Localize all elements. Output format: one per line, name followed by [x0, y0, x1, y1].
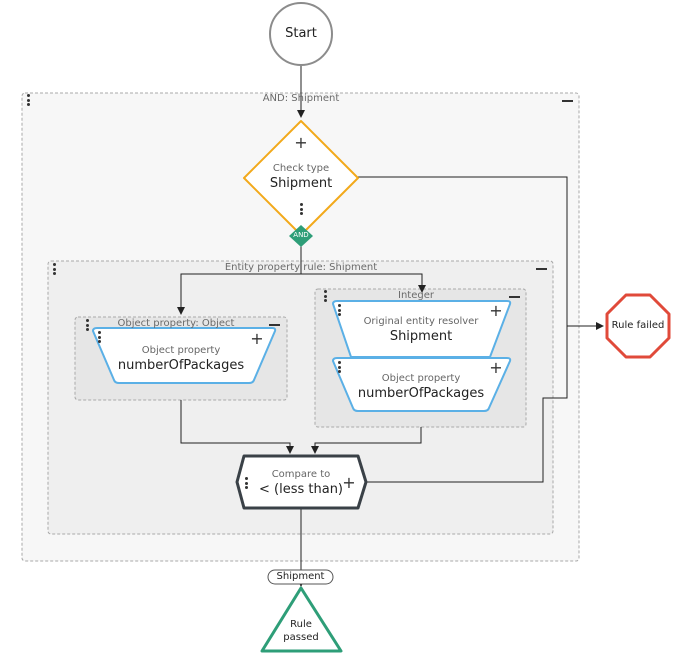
object-property-left-add-button[interactable]: +: [250, 329, 264, 348]
object-property-left-sub: Object property: [141, 345, 221, 356]
entity-resolver-sub: Original entity resolver: [363, 316, 479, 327]
object-property-right-main: numberOfPackages: [357, 386, 485, 401]
entity-resolver-node[interactable]: [331, 300, 512, 358]
compare-node[interactable]: [235, 454, 368, 510]
check-type-sub: Check type: [272, 163, 330, 174]
rule-passed-node[interactable]: [260, 586, 343, 653]
object-property-right-sub: Object property: [381, 373, 461, 384]
edge-and-split-left: [177, 244, 302, 315]
edge-check-to-failed: [358, 176, 604, 330]
group-entity-property-rule-title: Entity property rule: Shipment: [224, 262, 378, 273]
and-badge-label: AND: [293, 231, 309, 239]
compare-label: Compare to < (less than): [241, 468, 361, 498]
edge-right-to-compare: [311, 427, 422, 454]
rule-passed-line1: Rule: [290, 619, 312, 630]
rule-failed-label: Rule failed: [611, 320, 665, 331]
group-integer-drag-handle[interactable]: [324, 290, 327, 302]
check-type-main: Shipment: [269, 176, 333, 191]
rule-failed-node[interactable]: [605, 293, 671, 359]
shipment-tag[interactable]: [267, 569, 334, 585]
object-property-right-node[interactable]: [331, 357, 512, 412]
group-object-property-drag-handle[interactable]: [86, 319, 89, 331]
group-object-property-title: Object property: Object: [117, 318, 235, 329]
group-entity-property-rule-collapse-button[interactable]: [536, 268, 547, 270]
group-integer-collapse-button[interactable]: [509, 296, 520, 298]
group-integer-title: Integer: [398, 290, 434, 301]
check-type-add-button[interactable]: +: [294, 133, 308, 152]
shipment-tag-label: Shipment: [276, 571, 325, 582]
group-and-shipment-collapse-button[interactable]: [562, 100, 573, 102]
start-label: Start: [285, 26, 317, 41]
group-object-property-collapse-button[interactable]: [269, 324, 280, 326]
rule-passed-label: Rule passed: [271, 618, 331, 644]
compare-add-button[interactable]: +: [342, 473, 356, 492]
group-and-shipment-title: AND: Shipment: [262, 93, 340, 104]
group-and-shipment-drag-handle[interactable]: [27, 94, 30, 106]
compare-sub: Compare to: [271, 469, 331, 480]
object-property-right-add-button[interactable]: +: [489, 358, 503, 377]
object-property-left-main: numberOfPackages: [117, 358, 245, 373]
entity-resolver-drag-handle[interactable]: [338, 304, 341, 316]
object-property-left-drag-handle[interactable]: [98, 331, 101, 343]
edge-compare-to-failed: [366, 326, 568, 483]
edge-left-to-compare: [180, 400, 294, 454]
object-property-left-label: Object property numberOfPackages: [111, 344, 251, 374]
object-property-right-label: Object property numberOfPackages: [351, 372, 491, 402]
group-entity-property-rule-drag-handle[interactable]: [53, 263, 56, 275]
compare-main: < (less than): [259, 482, 343, 497]
rule-passed-line2: passed: [283, 632, 319, 643]
entity-resolver-add-button[interactable]: +: [489, 301, 503, 320]
compare-drag-handle[interactable]: [245, 477, 248, 489]
object-property-right-drag-handle[interactable]: [338, 361, 341, 373]
object-property-left-node[interactable]: [91, 327, 277, 384]
entity-resolver-label: Original entity resolver Shipment: [346, 315, 496, 345]
check-type-drag-handle[interactable]: [300, 203, 303, 215]
edge-and-split-right: [301, 273, 426, 293]
start-node[interactable]: [269, 2, 333, 66]
and-badge: [289, 225, 313, 247]
entity-resolver-main: Shipment: [389, 329, 453, 344]
check-type-label: Check type Shipment: [241, 162, 361, 192]
